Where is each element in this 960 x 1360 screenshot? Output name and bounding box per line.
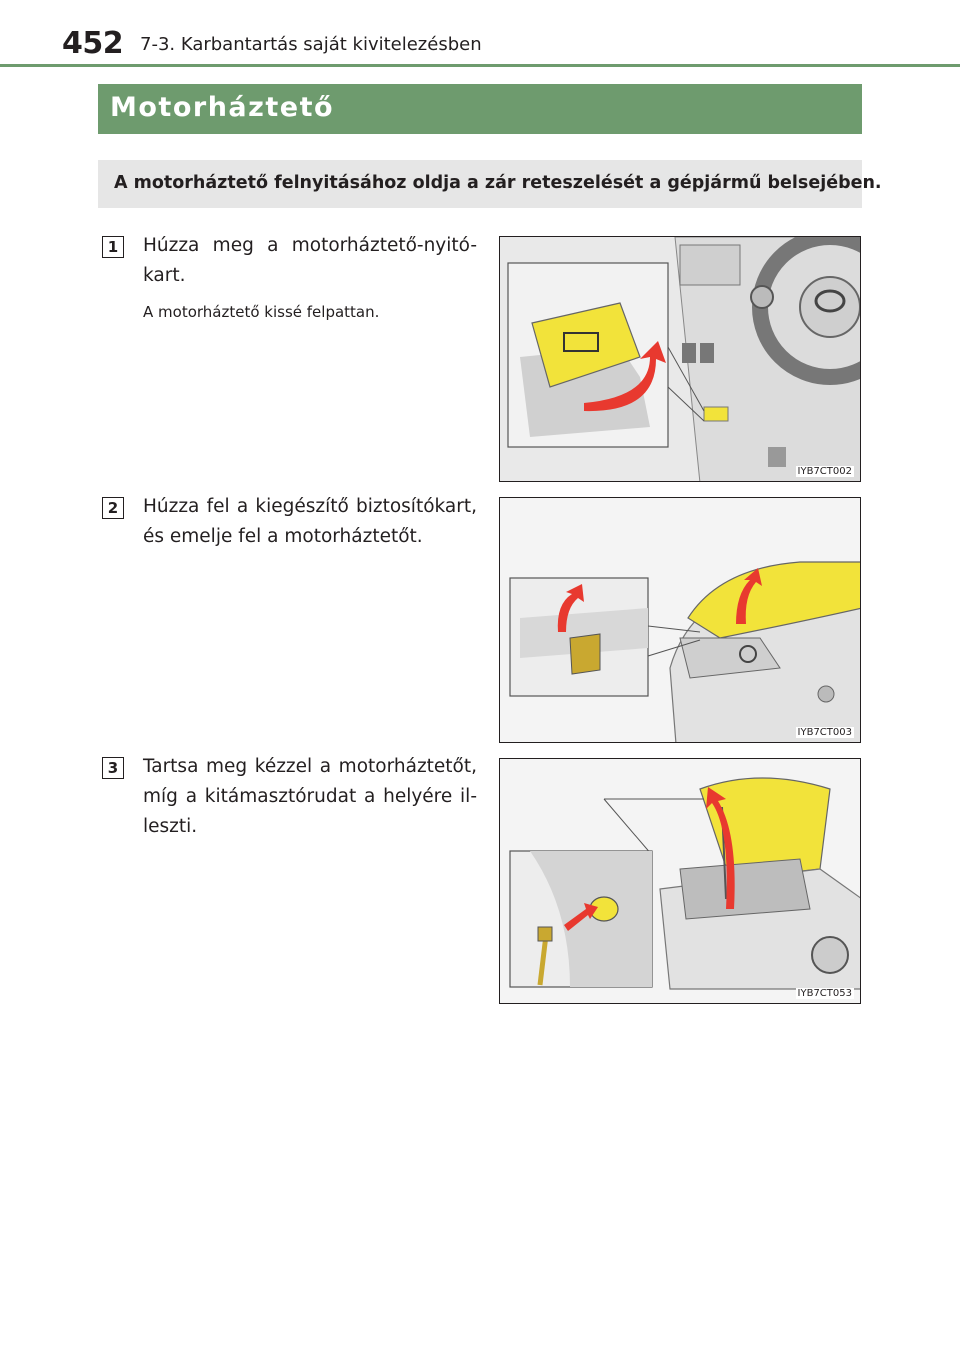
page-header: 452 7-3. Karbantartás saját kivitelezésb… bbox=[62, 22, 902, 62]
figure-support-rod: IYB7CT053 bbox=[499, 758, 861, 1004]
section-summary-box: A motorháztető felnyitásához oldja a zár… bbox=[98, 160, 882, 208]
figure-hood-release-lever: IYB7CT002 bbox=[499, 236, 861, 482]
header-rule bbox=[0, 64, 960, 67]
chapter-title: 7-3. Karbantartás saját kivitelezésben bbox=[140, 34, 482, 55]
step-1-text: Húzza meg a motorháztető-nyitó-kart. bbox=[143, 235, 477, 286]
step-2-number: 2 bbox=[102, 497, 124, 519]
section-summary: A motorháztető felnyitásához oldja a zár… bbox=[114, 173, 882, 193]
page-number: 452 bbox=[62, 26, 124, 61]
figure-code: IYB7CT002 bbox=[795, 466, 854, 477]
figure-code: IYB7CT003 bbox=[795, 727, 854, 738]
step-3-number: 3 bbox=[102, 757, 124, 779]
figure-code: IYB7CT053 bbox=[795, 988, 854, 999]
step-3-text: Tartsa meg kézzel a motorháztetőt, míg a… bbox=[143, 756, 477, 837]
step-1-note: A motorháztető kissé felpattan. bbox=[143, 303, 380, 321]
step-1-number: 1 bbox=[102, 236, 124, 258]
section-title-bar: Motorháztető bbox=[98, 84, 862, 134]
auxiliary-catch-illustration bbox=[500, 498, 860, 742]
section-title: Motorháztető bbox=[110, 92, 335, 123]
hood-lever-illustration bbox=[500, 237, 860, 481]
step-2-text: Húzza fel a kiegészítő biztosítókart, és… bbox=[143, 496, 477, 547]
figure-auxiliary-catch: IYB7CT003 bbox=[499, 497, 861, 743]
support-rod-illustration bbox=[500, 759, 860, 1003]
